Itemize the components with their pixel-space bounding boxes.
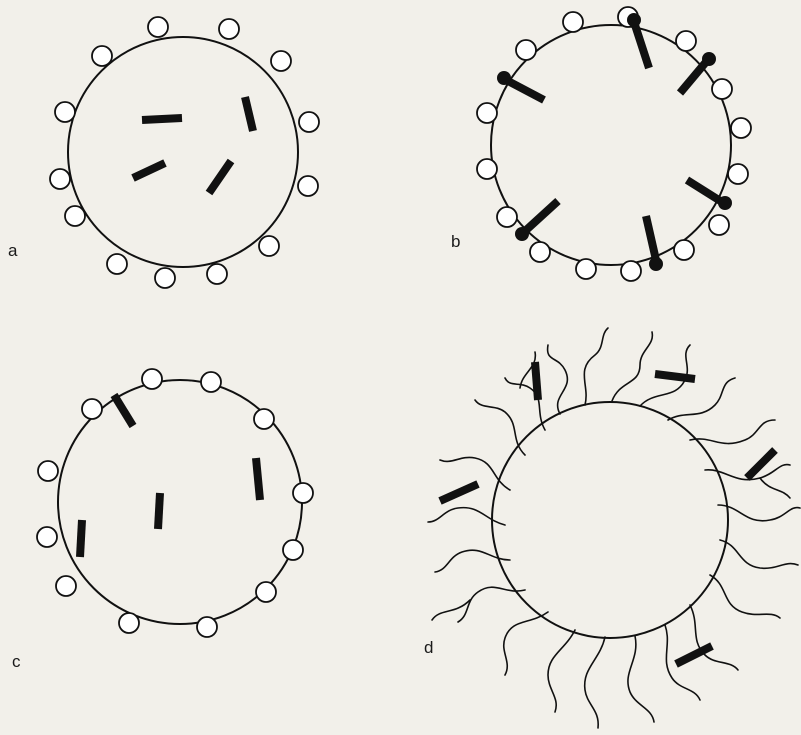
panel-a-core [68, 37, 298, 267]
panel-a: a [8, 17, 319, 288]
panel-d: d [424, 328, 800, 728]
panel-b: b [451, 7, 751, 281]
panel-d-label: d [424, 638, 433, 657]
panel-c-rods [80, 395, 260, 557]
panel-d-chains [428, 328, 800, 728]
panel-c-beads [37, 369, 313, 637]
panel-a-label: a [8, 241, 18, 260]
panel-c: c [12, 369, 313, 671]
panel-b-label: b [451, 232, 460, 251]
panel-b-rods [508, 25, 722, 260]
panel-a-beads [50, 17, 319, 288]
panel-d-core [492, 402, 728, 638]
panel-c-label: c [12, 652, 21, 671]
panel-a-rods [133, 97, 253, 193]
panel-b-beads [477, 7, 751, 281]
